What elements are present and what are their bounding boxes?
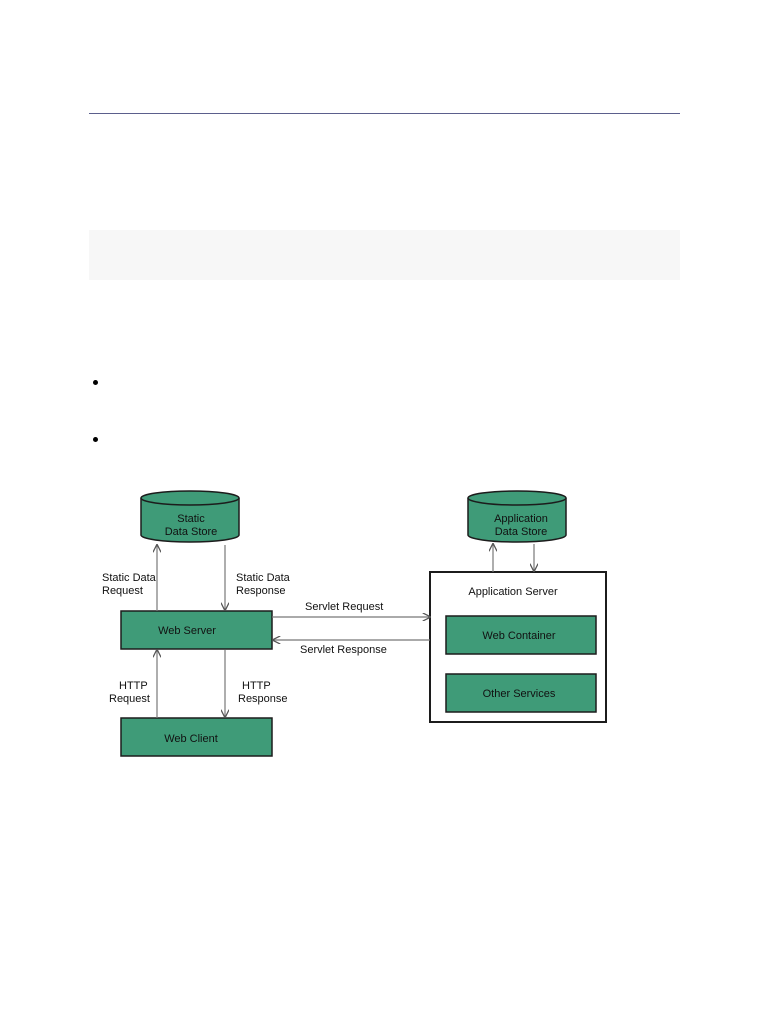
static-data-store-node: Static Data Store — [140, 490, 240, 543]
static-data-store-label-1: Static — [177, 513, 205, 525]
web-container-node — [445, 615, 597, 655]
web-server-node: Web Server — [120, 610, 273, 650]
application-data-store-label-1: Application — [494, 513, 548, 525]
http-response-label-2: Response — [238, 693, 288, 705]
http-request-label-2: Request — [109, 693, 150, 705]
web-client-label: Web Client — [164, 733, 218, 745]
list-bullet — [93, 380, 98, 385]
servlet-response-label: Servlet Response — [300, 644, 387, 656]
other-services-label: Other Services — [483, 688, 556, 700]
web-server-label: Web Server — [158, 625, 216, 637]
http-response-label-1: HTTP — [242, 680, 271, 692]
static-request-label-1: Static Data — [102, 572, 157, 584]
web-client-node: Web Client — [120, 717, 273, 757]
servlet-request-label: Servlet Request — [305, 601, 383, 613]
application-server-label: Application Server — [468, 586, 558, 598]
http-request-label-1: HTTP — [119, 680, 148, 692]
other-services-node — [445, 673, 597, 713]
application-data-store-node: Application Data Store — [467, 490, 567, 543]
application-server-node: Application Server Web Container Other S… — [429, 571, 607, 723]
application-data-store-label-2: Data Store — [495, 526, 548, 538]
web-container-label: Web Container — [482, 630, 556, 642]
code-panel — [89, 230, 680, 280]
header-rule — [89, 113, 680, 114]
static-request-label-2: Request — [102, 585, 143, 597]
static-response-label-2: Response — [236, 585, 286, 597]
list-bullet — [93, 437, 98, 442]
static-response-label-1: Static Data — [236, 572, 291, 584]
static-data-store-label-2: Data Store — [165, 526, 218, 538]
